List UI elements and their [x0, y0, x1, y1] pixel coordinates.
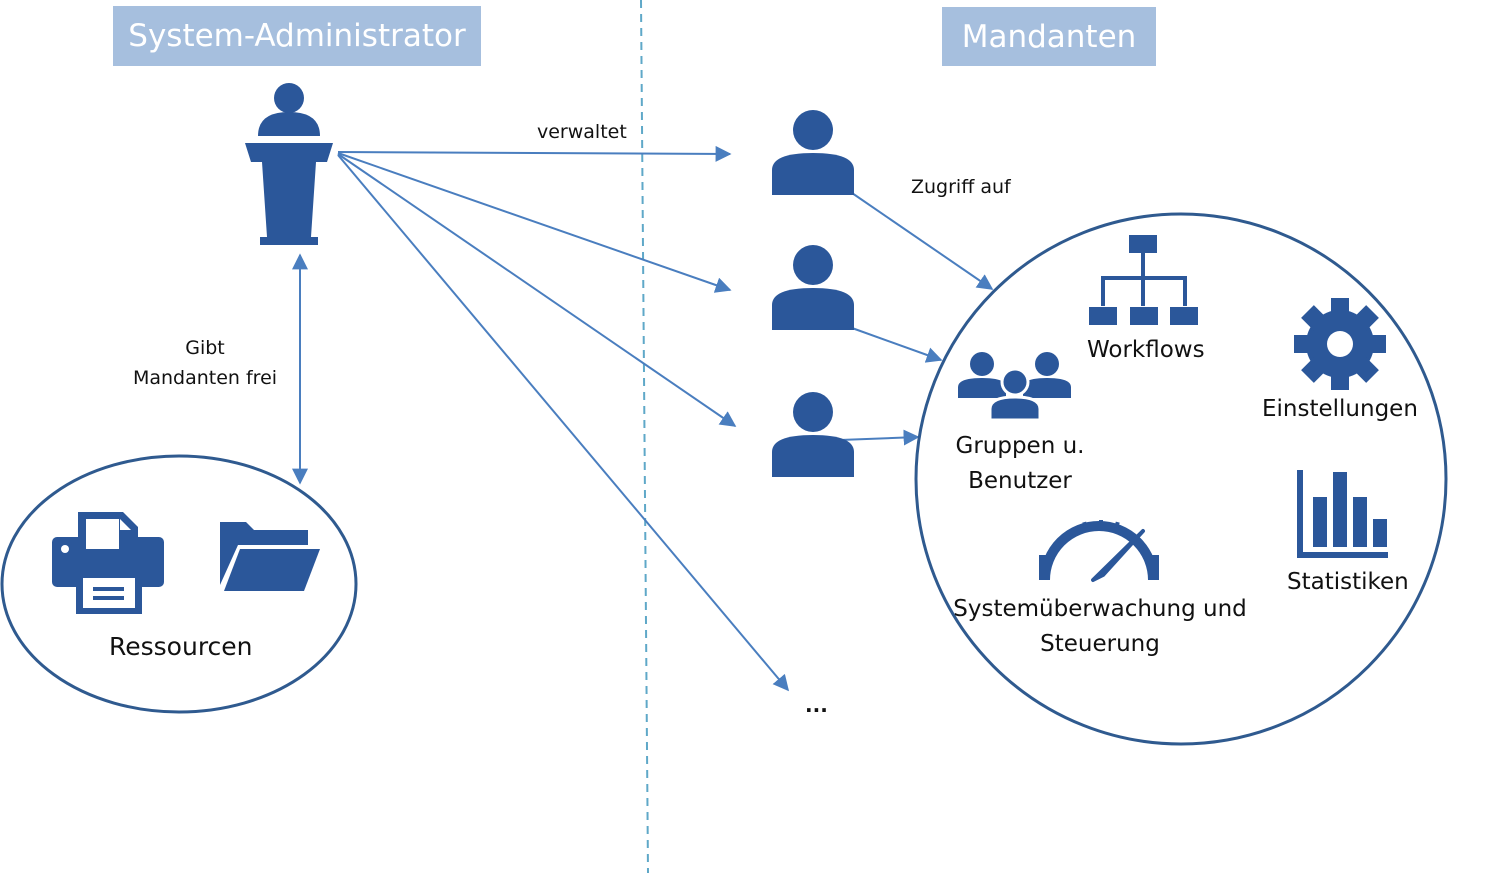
arrow-manages-tenant-1 — [337, 145, 732, 162]
printer-icon — [52, 512, 164, 614]
label-releases-tenants: Gibt Mandanten frei — [115, 333, 295, 393]
statistics-chart-icon — [1297, 470, 1388, 558]
header-system-administrator: System-Administrator — [113, 6, 481, 66]
folder-icon — [220, 522, 320, 591]
label-monitoring-control: Systemüberwachung und Steuerung — [945, 592, 1255, 662]
label-more-tenants: ... — [805, 693, 828, 717]
label-workflows: Workflows — [1087, 337, 1205, 363]
arrow-access-1 — [851, 192, 994, 290]
arrow-manages-more — [337, 154, 790, 692]
tenant-user-icon-2 — [772, 245, 854, 330]
admin-podium-icon — [245, 83, 333, 245]
label-groups-line1: Gruppen u. — [955, 433, 1085, 459]
label-access: Zugriff auf — [911, 176, 1011, 198]
label-groups-line2: Benutzer — [968, 468, 1072, 494]
label-settings: Einstellungen — [1262, 396, 1418, 422]
label-resources: Ressourcen — [109, 632, 253, 661]
groups-users-icon — [958, 352, 1071, 422]
label-manages: verwaltet — [537, 121, 627, 143]
tenant-user-icon-3 — [772, 392, 854, 477]
header-tenants: Mandanten — [942, 7, 1156, 66]
workflow-hierarchy-icon — [1089, 235, 1198, 325]
label-releases-line1: Gibt — [185, 337, 225, 359]
speedometer-icon — [1039, 520, 1159, 582]
tenant-user-icon-1 — [772, 110, 854, 195]
label-groups-users: Gruppen u. Benutzer — [945, 429, 1095, 499]
label-monitoring-line1: Systemüberwachung und — [953, 596, 1247, 622]
arrow-manages-tenant-3 — [337, 153, 737, 427]
arrow-access-2 — [851, 327, 943, 363]
gear-icon — [1294, 298, 1386, 390]
tenant-features-circle — [914, 212, 1448, 746]
label-statistics: Statistiken — [1287, 569, 1409, 595]
arrow-manages-tenant-2 — [337, 152, 732, 293]
divider-line — [640, 0, 649, 873]
arrow-access-3 — [839, 429, 920, 446]
resources-ellipse — [0, 454, 358, 714]
label-releases-line2: Mandanten frei — [132, 367, 278, 389]
label-monitoring-line2: Steuerung — [1040, 631, 1160, 657]
